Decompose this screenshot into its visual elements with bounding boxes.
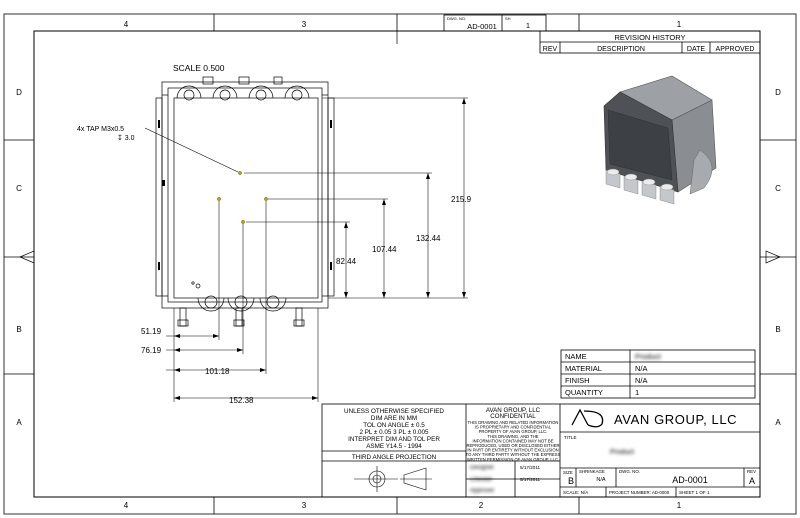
zone-col-bot-1: 1 [677,501,682,510]
isometric-view [603,75,717,205]
tolerance-line-3: TOL ON ANGLE ± 0.5 [363,422,425,429]
confidential-body-1: THIS DRAWING AND RELATED INFORMATION [468,420,559,425]
confidential-body-4: THIS DRAWING, AND THE [487,434,538,439]
confidential-company: AVAN GROUP, LLC [486,407,541,414]
header-dwg-box [443,14,547,32]
zone-row-right-d: D [775,88,781,97]
zone-row-left-b: B [16,325,21,334]
tolerance-line-1: UNLESS OTHERWISE SPECIFIED [344,408,444,415]
dwg-no-label: DWG. NO. [619,469,640,474]
dim-51-19: 51.19 [141,327,162,336]
signature-date-2: 5/17/2011 [520,477,541,482]
zone-col-top-4: 4 [124,20,129,29]
vertical-dimensions [244,97,468,299]
dim-82-44: 82.44 [336,257,357,266]
dim-107-44: 107.44 [372,245,397,254]
header-sheet-number: 1 [526,21,530,30]
company-name: AVAN GROUP, LLC [614,412,737,427]
outer-border [3,13,797,515]
revision-col-rev: REV [543,46,558,53]
info-material-value: N/A [635,364,648,373]
confidential-body-9: WRITTEN PERMISSION OF AVAN GROUP, LLC. [467,457,559,462]
zone-col-top-3: 3 [302,20,307,29]
info-name-label: NAME [565,352,587,361]
rev-label: REV [747,469,756,474]
tolerance-line-4: 2 PL ± 0.05 3 PL ± 0.005 [359,429,429,436]
revision-col-approved: APPROVED [716,46,755,53]
confidential-body-3: PROPERTY OF AVAN GROUP, LLC. [479,429,548,434]
shrinkage-value: N/A [596,477,606,483]
header-sheet-label: SH [505,16,511,21]
info-quantity-value: 1 [635,388,639,397]
horizontal-arrowheads [174,334,318,400]
part-view [155,76,335,327]
zone-row-left-a: A [16,418,22,427]
info-finish-value: N/A [635,376,648,385]
title-label: TITLE [564,435,577,440]
title-value: Product [610,449,634,456]
revision-table [539,30,761,54]
zone-col-bot-3: 3 [302,501,307,510]
vertical-arrowheads [344,98,466,298]
confidential-body-7: IN PART OR ENTIRETY WITHOUT EXCLUSION [467,448,558,453]
confidential-body-6: REPRODUCED, USED OR DISCLOSED EITHER [466,443,559,448]
confidential-body-8: TO ANY THIRD PARTY WITHOUT THE EXPRESS [466,452,561,457]
signature-name-1: Designer [470,465,494,471]
dwg-no-value: AD-0001 [672,475,708,485]
zone-col-top-1: 1 [677,20,682,29]
zone-row-left-d: D [16,88,22,97]
size-value: B [568,476,574,486]
revision-title: REVISION HISTORY [615,33,686,42]
company-logo [571,408,604,428]
view-scale-label: SCALE 0.500 [173,63,225,73]
dim-215-9: 215.9 [451,195,472,204]
header-dwg-label: DWG. NO. [447,16,466,21]
rev-value: A [749,476,755,486]
info-material-label: MATERIAL [565,364,602,373]
tap-holes [217,171,268,224]
info-table [560,349,756,399]
dim-76-19: 76.19 [141,346,162,355]
side-slots [158,120,332,270]
shrinkage-label: SHRINKAGE [579,469,605,474]
tap-leader [144,127,239,173]
tolerance-line-2: DIM ARE IN MM [371,415,417,422]
size-label: SIZE [563,470,573,475]
zone-col-bot-4: 4 [124,501,129,510]
scale-value: SCALE: N/A [563,490,589,495]
zone-ticks [4,14,796,514]
title-block-frame [321,403,761,498]
confidential-body-2: IS PROPRIETARY AND CONFIDENTIAL [475,425,552,430]
tap-note-line1: 4x TAP M3x0.5 [77,126,124,133]
dim-152-38: 152.38 [229,396,254,405]
tolerance-line-6: ASME Y14.5 - 1994 [366,443,422,450]
info-finish-label: FINISH [565,376,590,385]
dim-101-18: 101.18 [205,367,230,376]
signature-name-2: Checker [470,477,492,483]
zone-row-right-a: A [775,418,781,427]
signature-date-1: 5/17/2011 [520,465,541,470]
zone-row-right-c: C [775,184,781,193]
revision-col-date: DATE [687,46,705,53]
projection-symbol [354,466,432,492]
zone-row-left-c: C [16,184,22,193]
tolerance-line-5: INTERPRET DIM AND TOL PER [348,436,440,443]
projection-label: THIRD ANGLE PROJECTION [352,454,437,461]
revision-col-description: DESCRIPTION [597,46,645,53]
zone-col-bot-2: 2 [479,501,484,510]
zone-row-right-b: B [775,325,780,334]
dim-132-44: 132.44 [416,234,441,243]
info-name-value: Product [635,352,662,361]
sheet-of: SHEET 1 OF 1 [679,490,710,495]
info-quantity-label: QUANTITY [565,388,603,397]
horizontal-dimensions [166,201,319,402]
confidential-heading: CONFIDENTIAL [490,413,536,420]
project-number: PROJECT NUMBER: AD-0000 [609,490,670,495]
signature-name-3: Approver [470,488,494,494]
tap-note-line2: ↧ 3.0 [117,134,135,142]
centering-marks [19,31,781,264]
confidential-body-5: INFORMATION CONTAINED MAY NOT BE [472,438,553,443]
header-dwg-number: AD-0001 [467,22,497,31]
